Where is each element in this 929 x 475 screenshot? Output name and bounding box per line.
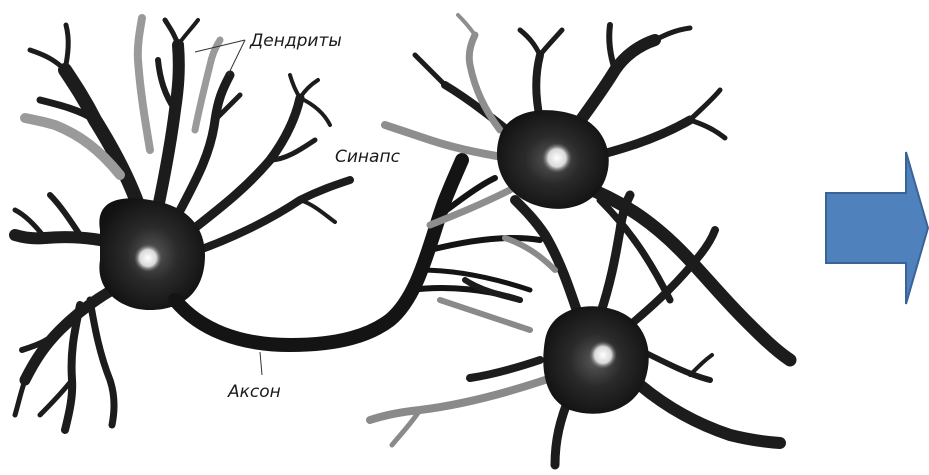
neuron-bottom-right-nucleus [589,341,617,369]
neuron-left [15,18,350,430]
neuron-left-nucleus [134,244,162,272]
neuron-top-right-nucleus [542,143,572,173]
label-dendrites: Дендриты [249,31,342,51]
axon-leader [260,352,262,375]
label-axon: Аксон [227,382,281,402]
label-synapse: Синапс [335,147,401,167]
right-arrow-icon [826,152,928,304]
